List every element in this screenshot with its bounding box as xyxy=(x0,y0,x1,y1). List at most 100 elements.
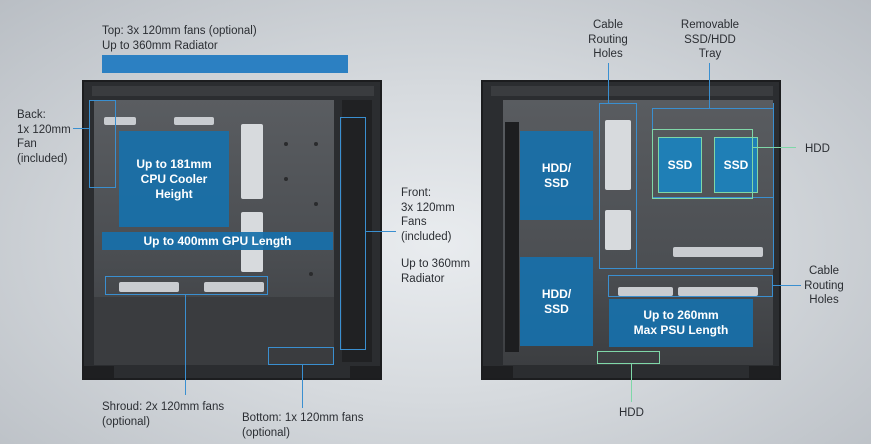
cable-bundle xyxy=(505,122,519,352)
right-cutout-4 xyxy=(618,287,673,296)
cable-holes-top-label: Cable Routing Holes xyxy=(580,18,636,62)
bottom-fans-label: Bottom: 1x 120mm fans (optional) xyxy=(242,411,363,440)
back-fan-leader xyxy=(73,128,89,129)
back-fan-line-4: (included) xyxy=(17,152,68,165)
bay2-line-2: SSD xyxy=(544,301,569,316)
psu-line-2: Max PSU Length xyxy=(633,323,729,337)
ssd-2-text: SSD xyxy=(723,158,749,172)
back-fan-outline xyxy=(89,100,116,188)
psu-length-box: Up to 260mm Max PSU Length xyxy=(609,299,753,347)
hdd-bottom-label: HDD xyxy=(619,406,644,421)
left-foot-1 xyxy=(84,366,114,378)
front-fans-label: Front: 3x 120mm Fans (included) xyxy=(401,186,455,244)
psu-line-1: Up to 260mm xyxy=(643,308,719,322)
shroud-line-2: (optional) xyxy=(102,415,150,428)
cutout-1 xyxy=(241,124,263,199)
top-fans-line-1: Top: 3x 120mm fans (optional) xyxy=(102,25,257,37)
screw-3 xyxy=(284,177,288,181)
back-fan-line-1: Back: xyxy=(17,109,46,121)
cutout-4 xyxy=(174,117,214,125)
hdd-bottom-outline xyxy=(597,351,660,364)
top-panel-vent xyxy=(92,86,374,96)
top-fans-line-2: Up to 360mm Radiator xyxy=(102,39,218,52)
front-radiator-line-2: Radiator xyxy=(401,272,445,285)
right-foot-2 xyxy=(749,366,779,378)
shroud-fans-label: Shroud: 2x 120mm fans (optional) xyxy=(102,400,224,429)
hdd-ssd-bay-2: HDD/ SSD xyxy=(520,257,593,346)
ssd-tray-green-outline xyxy=(652,129,753,199)
cable-top-line-1: Cable xyxy=(592,19,624,31)
hdd-right-label: HDD xyxy=(805,142,830,157)
lower-chamber-outline xyxy=(632,103,774,269)
gpu-length-text: Up to 400mm GPU Length xyxy=(143,233,292,248)
front-radiator-label: Up to 360mm Radiator xyxy=(401,257,470,286)
left-foot-2 xyxy=(350,366,380,378)
cable-right-leader xyxy=(773,285,801,286)
right-cutout-5 xyxy=(678,287,758,296)
front-fans-line-2: 3x 120mm xyxy=(401,201,455,214)
front-fan-outline xyxy=(340,117,366,350)
bottom-fan-outline xyxy=(268,347,334,365)
hdd-bottom-leader xyxy=(631,364,632,402)
shroud-line-1: Shroud: 2x 120mm fans xyxy=(102,401,225,413)
screw-6 xyxy=(309,272,313,276)
front-fan-leader xyxy=(366,231,396,232)
hdd-ssd-bay-1: HDD/ SSD xyxy=(520,131,593,220)
bottom-line-1: Bottom: 1x 120mm fans xyxy=(242,412,364,424)
hdd-right-leader xyxy=(753,147,796,148)
cable-right-line-3: Holes xyxy=(809,294,839,306)
screw-1 xyxy=(284,142,288,146)
cutout-5 xyxy=(119,282,179,292)
bay1-line-2: SSD xyxy=(544,175,569,190)
screw-4 xyxy=(314,202,318,206)
screw-2 xyxy=(314,142,318,146)
cutout-3 xyxy=(104,117,136,125)
cable-right-line-1: Cable xyxy=(808,265,840,277)
bottom-line-2: (optional) xyxy=(242,426,290,439)
tray-line-1: Removable xyxy=(680,19,740,31)
top-radiator-bar xyxy=(102,55,348,73)
front-radiator-line-1: Up to 360mm xyxy=(401,258,471,270)
top-fans-label: Top: 3x 120mm fans (optional) Up to 360m… xyxy=(102,24,257,53)
bay1-line-1: HDD/ xyxy=(541,160,572,175)
shroud-fan-outline xyxy=(105,276,268,295)
cpu-cooler-box: Up to 181mm CPU Cooler Height xyxy=(119,131,229,227)
bay2-line-1: HDD/ xyxy=(541,286,572,301)
tray-leader xyxy=(709,63,710,108)
cable-top-leader xyxy=(608,63,609,103)
front-fans-line-4: (included) xyxy=(401,230,452,243)
shroud-leader xyxy=(185,295,186,395)
ssd-slot-2: SSD xyxy=(714,137,758,193)
tray-line-2: SSD/HDD xyxy=(684,33,736,46)
cable-holes-top-outline xyxy=(599,103,637,269)
back-fan-label: Back: 1x 120mm Fan (included) xyxy=(17,108,71,166)
right-cutout-2 xyxy=(605,210,631,250)
right-top-vent xyxy=(491,86,773,96)
ssd-tray-label: Removable SSD/HDD Tray xyxy=(672,18,748,62)
hdd-bottom-text: HDD xyxy=(619,407,644,419)
cpu-cooler-line-2: CPU Cooler xyxy=(140,171,208,186)
back-fan-line-3: Fan xyxy=(17,138,37,150)
cable-holes-right-outline xyxy=(608,275,773,297)
psu-shroud-left xyxy=(94,297,334,365)
cpu-cooler-line-3: Height xyxy=(155,186,193,201)
right-foot-1 xyxy=(483,366,513,378)
cable-top-line-2: Routing xyxy=(588,33,628,46)
bottom-leader xyxy=(302,365,303,408)
right-cutout-1 xyxy=(605,120,631,190)
ssd-1-text: SSD xyxy=(667,158,693,172)
cable-right-line-2: Routing xyxy=(804,279,844,292)
left-case-body xyxy=(82,80,382,380)
back-fan-line-2: 1x 120mm xyxy=(17,123,71,136)
gpu-length-bar: Up to 400mm GPU Length xyxy=(102,232,333,250)
hdd-right-text: HDD xyxy=(805,143,830,155)
cable-holes-right-label: Cable Routing Holes xyxy=(800,264,848,308)
right-cutout-3 xyxy=(673,247,763,257)
cable-top-line-3: Holes xyxy=(593,48,623,60)
front-fans-line-1: Front: xyxy=(401,187,432,199)
cutout-6 xyxy=(204,282,264,292)
tray-line-3: Tray xyxy=(698,48,722,60)
front-fans-line-3: Fans xyxy=(401,216,427,228)
cpu-cooler-line-1: Up to 181mm xyxy=(136,156,212,171)
ssd-slot-1: SSD xyxy=(658,137,702,193)
